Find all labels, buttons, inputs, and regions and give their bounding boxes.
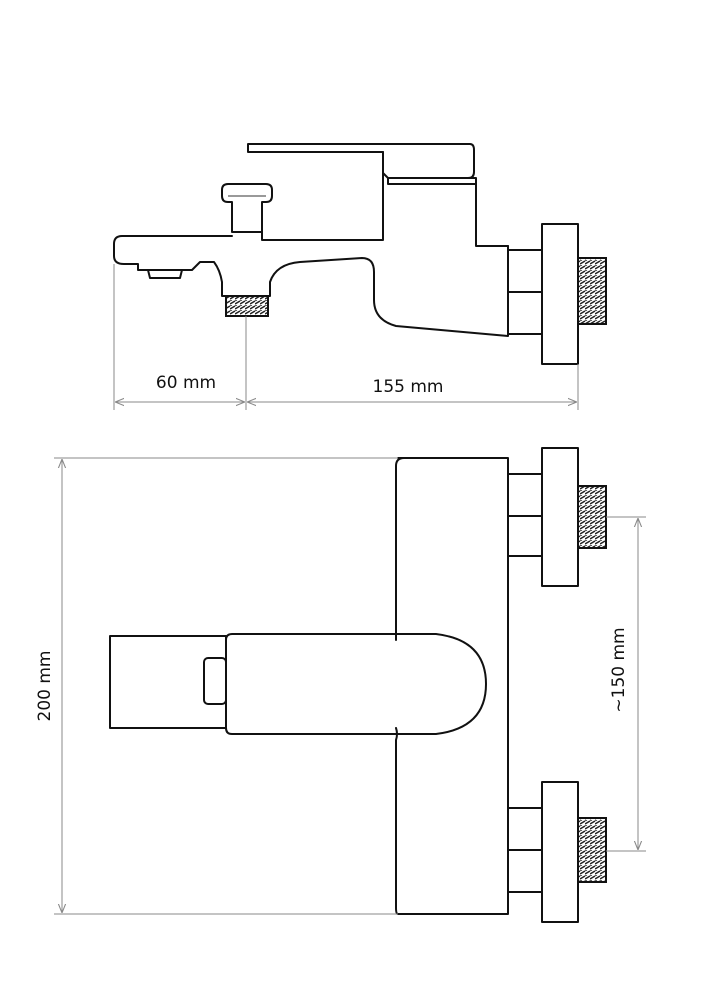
upper-wall-thread [577, 485, 607, 549]
dimension-label-200: 200 mm [35, 651, 55, 722]
spout-body [113, 235, 509, 337]
dimension-label-150: ~150 mm [609, 627, 629, 712]
lever-top [109, 635, 227, 729]
mixer-body-upper [261, 151, 509, 247]
dimension-label-155: 155 mm [373, 377, 444, 397]
shower-outlet-thread [225, 295, 269, 317]
lever-handle [247, 143, 475, 179]
side-view: 60 mm 155 mm [113, 143, 607, 410]
upper-wall-flange [541, 447, 579, 587]
wall-flange [541, 223, 579, 365]
dimension-label-60: 60 mm [156, 373, 216, 393]
lever-tab [203, 657, 227, 705]
lower-wall-thread [577, 817, 607, 883]
wall-thread [577, 257, 607, 325]
spout-top [225, 633, 487, 735]
aerator [147, 269, 183, 279]
top-view: 200 mm ~150 mm [35, 447, 646, 923]
mixer-body-top [395, 457, 509, 915]
lower-wall-flange [541, 781, 579, 923]
diverter-knob [221, 183, 273, 233]
cartridge-cap [387, 177, 477, 185]
